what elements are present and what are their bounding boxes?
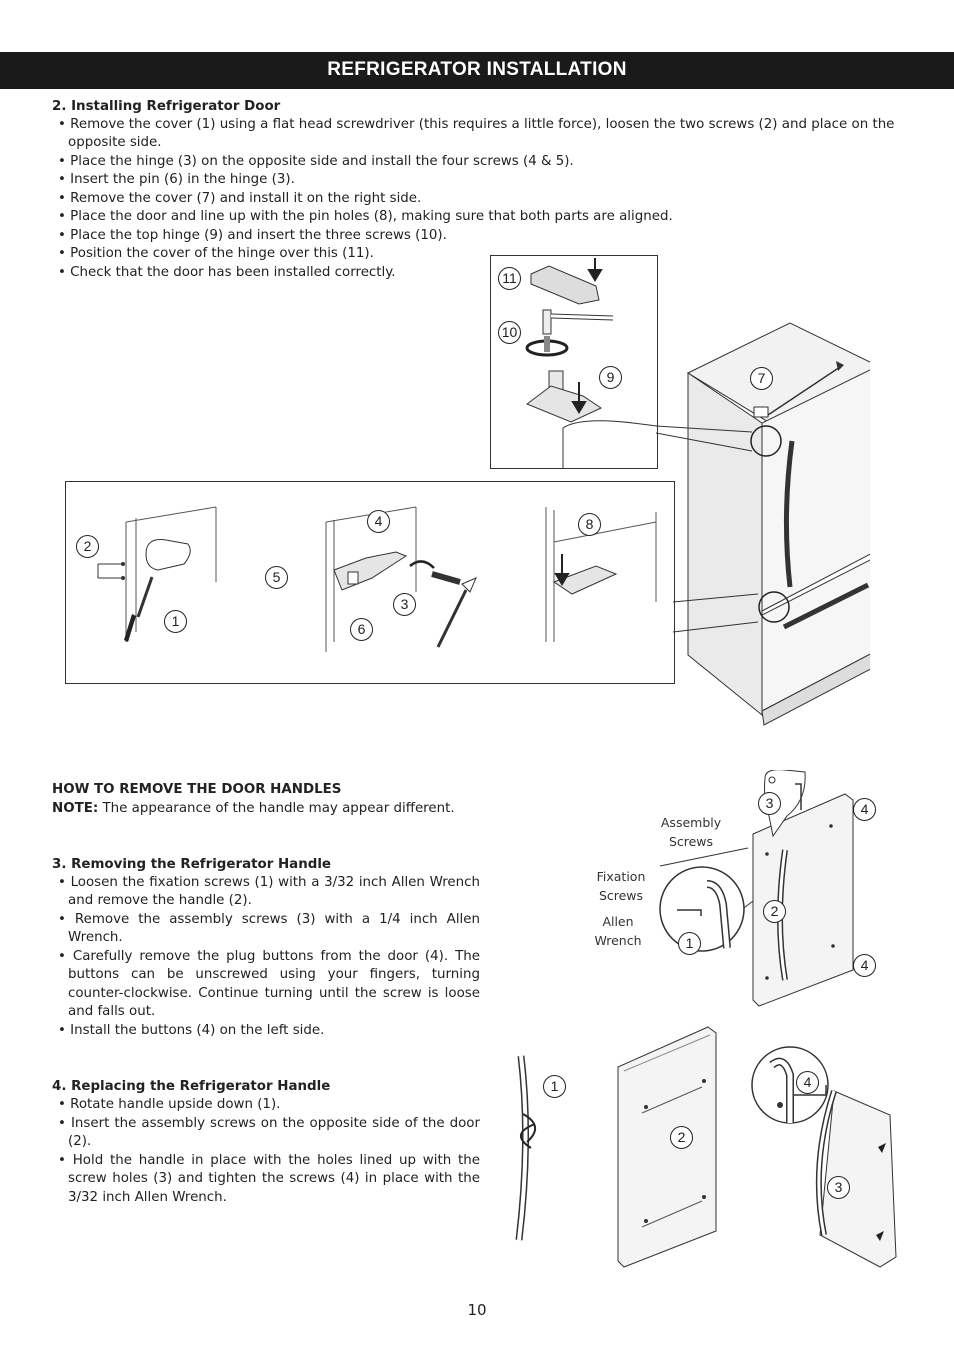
section3-bullet-2: • Remove the assembly screws (3) with a … — [58, 912, 480, 946]
note-text: The appearance of the handle may appear … — [102, 801, 455, 816]
section4-bullet-2: • Insert the assembly screws on the oppo… — [58, 1116, 480, 1150]
callout-1: 1 — [164, 610, 187, 633]
note-label: NOTE: — [52, 801, 99, 816]
callout-11: 11 — [498, 267, 521, 290]
callout-5: 5 — [265, 566, 288, 589]
section2-bullet-8: • Check that the door has been installed… — [58, 265, 396, 280]
top-hinge-detail-box — [490, 255, 658, 469]
assembly-screws-label: Assembly Screws — [660, 815, 722, 849]
section2-bullet-2: • Place the hinge (3) on the opposite si… — [58, 154, 574, 169]
removal-callout-3: 3 — [758, 792, 781, 815]
replace-callout-1: 1 — [543, 1075, 566, 1098]
page-title: REFRIGERATOR INSTALLATION — [327, 59, 627, 80]
callout-3: 3 — [393, 593, 416, 616]
section2-heading: 2. Installing Refrigerator Door — [52, 99, 281, 114]
replace-callout-2: 2 — [670, 1126, 693, 1149]
callout-6: 6 — [350, 618, 373, 641]
callout-9: 9 — [599, 366, 622, 389]
callout-2: 2 — [76, 535, 99, 558]
handles-heading: HOW TO REMOVE THE DOOR HANDLES — [52, 782, 342, 797]
section2-bullet-1: • Remove the cover (1) using a flat head… — [58, 117, 895, 151]
callout-8: 8 — [578, 513, 601, 536]
replace-callout-4: 4 — [796, 1071, 819, 1094]
section3-bullet-1: • Loosen the fixation screws (1) with a … — [58, 875, 480, 909]
lower-hinge-detail-box — [65, 481, 675, 684]
section4-heading: 4. Replacing the Refrigerator Handle — [52, 1079, 331, 1094]
header-bar: REFRIGERATOR INSTALLATION — [0, 52, 954, 89]
handles-note: NOTE: The appearance of the handle may a… — [52, 800, 465, 818]
replace-callout-3: 3 — [827, 1176, 850, 1199]
callout-4: 4 — [367, 510, 390, 533]
top-hinge-illustration — [525, 258, 657, 468]
section3-heading: 3. Removing the Refrigerator Handle — [52, 857, 332, 872]
removal-callout-4-bottom: 4 — [853, 954, 876, 977]
handle-install-illustration — [751, 1046, 897, 1268]
section2-bullet-6: • Place the top hinge (9) and insert the… — [58, 228, 447, 243]
removal-callout-4-top: 4 — [853, 798, 876, 821]
page-number: 10 — [467, 1301, 487, 1319]
allen-wrench-label: Allen Wrench — [594, 914, 642, 948]
section3-bullet-4: • Install the buttons (4) on the left si… — [58, 1023, 325, 1038]
section4-bullet-3: • Hold the handle in place with the hole… — [58, 1153, 480, 1205]
lower-hinge-illustration — [97, 506, 657, 652]
section2-bullet-3: • Insert the pin (6) in the hinge (3). — [58, 172, 295, 187]
callout-10: 10 — [498, 321, 521, 344]
section2-bullet-4: • Remove the cover (7) and install it on… — [58, 191, 422, 206]
callout-7: 7 — [750, 367, 773, 390]
handle-rotate-illustration — [515, 1055, 536, 1241]
removal-callout-2: 2 — [763, 900, 786, 923]
section2-bullet-5: • Place the door and line up with the pi… — [58, 209, 673, 224]
removal-callout-1: 1 — [678, 932, 701, 955]
section2-bullet-7: • Position the cover of the hinge over t… — [58, 246, 374, 261]
section3-bullet-3: • Carefully remove the plug buttons from… — [58, 949, 480, 1020]
section4-bullet-1: • Rotate handle upside down (1). — [58, 1097, 281, 1112]
door-holes-illustration — [617, 1026, 717, 1268]
fixation-screws-label: Fixation Screws — [596, 869, 646, 903]
fixation-screw-zoom — [659, 866, 745, 952]
